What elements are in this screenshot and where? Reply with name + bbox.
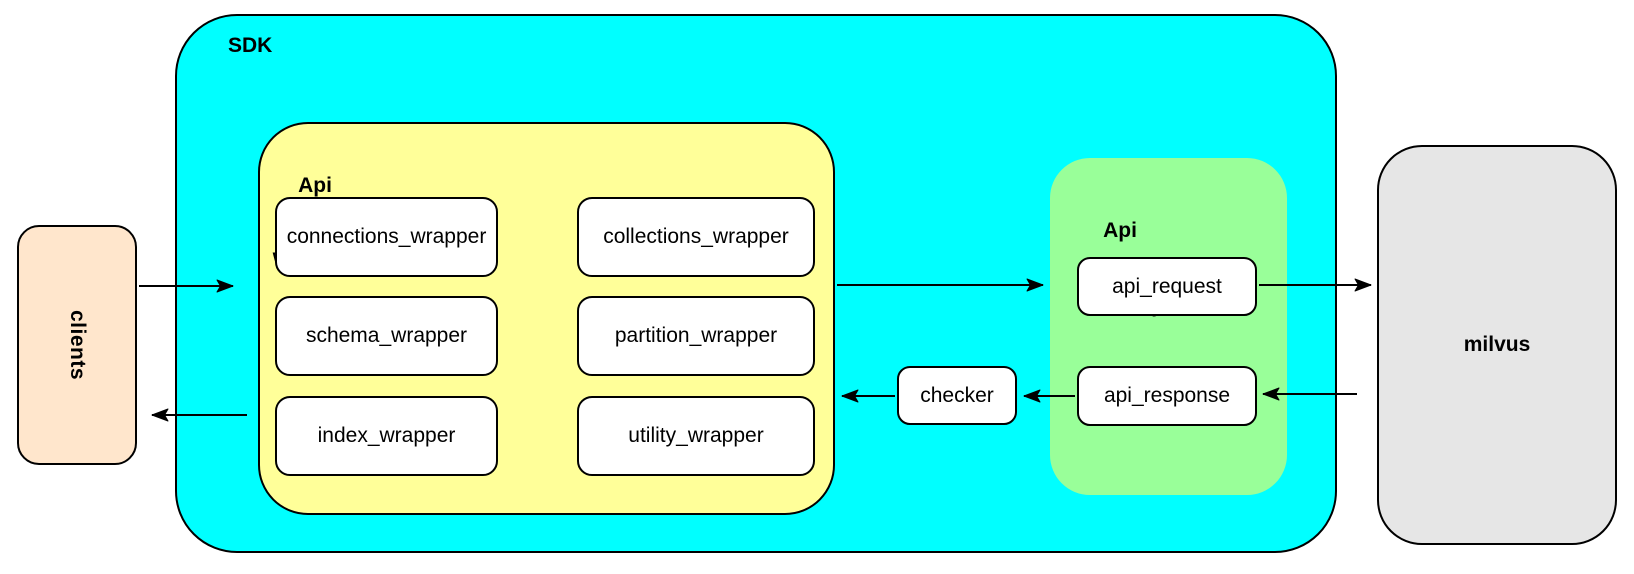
api-response-node: api_response — [1077, 366, 1257, 426]
milvus-label: milvus — [1463, 333, 1531, 356]
connections-wrapper-node: connections_wrapper — [275, 197, 498, 277]
utility-wrapper-node: utility_wrapper — [577, 396, 815, 476]
api-gateway-container — [1050, 158, 1287, 495]
partition-wrapper-node: partition_wrapper — [577, 296, 815, 376]
index-wrapper-node: index_wrapper — [275, 396, 498, 476]
clients-node: clients — [17, 225, 137, 465]
collections-wrapper-node: collections_wrapper — [577, 197, 815, 277]
api-wrapper-label-line1: Api — [298, 174, 332, 197]
api-request-node: api_request — [1077, 257, 1257, 316]
milvus-node: milvus — [1377, 145, 1617, 545]
checker-node: checker — [897, 366, 1017, 425]
sdk-label: SDK — [228, 34, 273, 57]
api-gateway-label-line1: Api — [1103, 219, 1137, 242]
clients-label: clients — [66, 309, 89, 381]
schema-wrapper-node: schema_wrapper — [275, 296, 498, 376]
